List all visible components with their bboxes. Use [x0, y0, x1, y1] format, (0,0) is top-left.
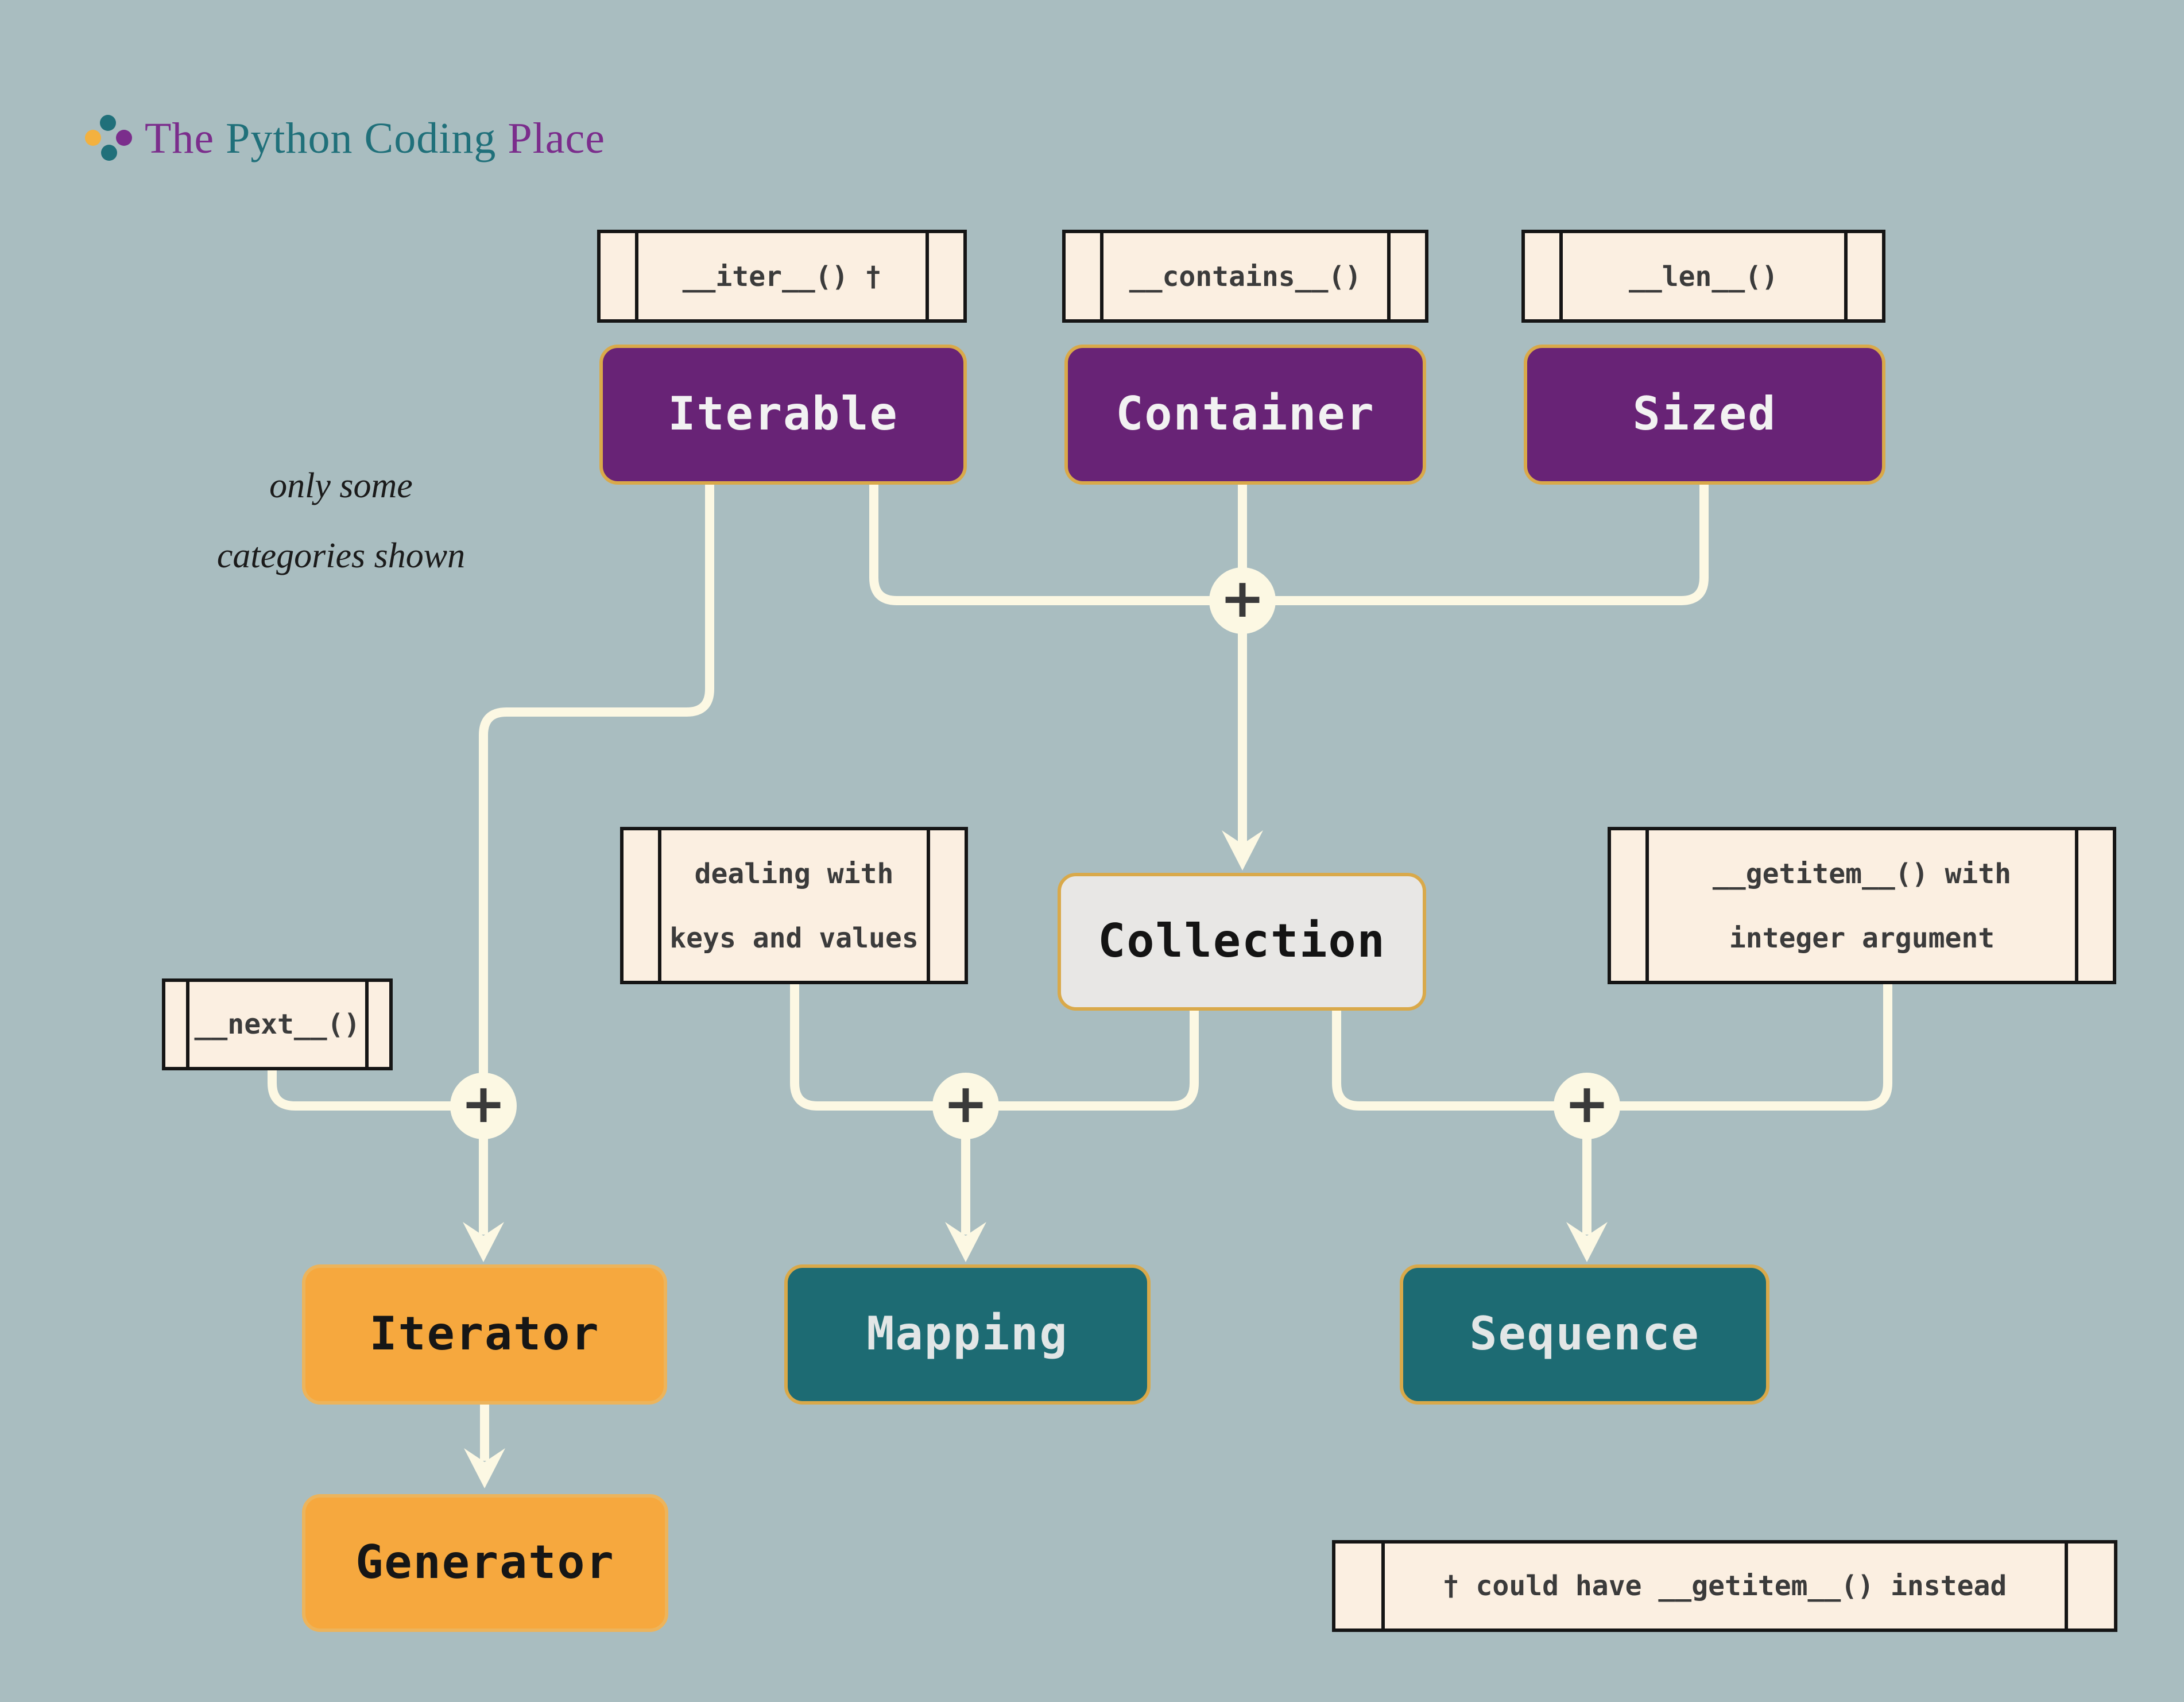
method-label-getitem-line1: __getitem__() with — [1712, 857, 2012, 889]
wire-collection-left-to-mapping-junction — [966, 1009, 1199, 1111]
inner-line — [926, 233, 929, 319]
node-collection: Collection — [1058, 873, 1426, 1011]
note-line1: only some — [269, 465, 413, 505]
inner-line — [658, 830, 661, 981]
method-label-dealing-line2: keys and values — [669, 922, 919, 954]
node-mapping-label: Mapping — [866, 1308, 1068, 1361]
logo-dot-left — [85, 130, 101, 146]
node-sequence: Sequence — [1400, 1264, 1769, 1405]
brand-title-python-coding: Python Coding — [226, 115, 508, 163]
method-label-len-text: __len__() — [1628, 260, 1779, 292]
inner-line — [2065, 1544, 2068, 1628]
footnote-text: † could have __getitem__() instead — [1442, 1570, 2007, 1602]
method-label-len: __len__() — [1521, 230, 1885, 323]
wire-iterable-left-to-iterator-junction — [479, 485, 714, 1106]
inner-line — [1387, 233, 1391, 319]
node-sized-label: Sized — [1632, 388, 1777, 441]
plus-junction-sequence: + — [1554, 1073, 1620, 1139]
wire-sized-to-junction — [1242, 485, 1709, 605]
method-label-getitem-line2: integer argument — [1729, 922, 1995, 954]
inner-line — [365, 982, 369, 1067]
method-label-contains: __contains__() — [1062, 230, 1428, 323]
logo-dot-right — [116, 130, 132, 146]
node-iterable: Iterable — [599, 345, 967, 485]
arrowhead-generator — [464, 1448, 505, 1488]
plus-icon: + — [460, 1073, 506, 1136]
inner-line — [1645, 830, 1649, 981]
plus-icon: + — [943, 1073, 989, 1136]
wire-iterable-right-to-junction — [869, 485, 1242, 605]
plus-junction-mapping: + — [932, 1073, 999, 1139]
arrowhead-sequence — [1566, 1222, 1608, 1262]
method-label-getitem: __getitem__() with integer argument — [1608, 827, 2116, 984]
logo-dot-top — [100, 115, 116, 131]
arrowhead-collection — [1222, 830, 1263, 871]
node-container-label: Container — [1116, 388, 1375, 441]
node-collection-label: Collection — [1098, 915, 1386, 968]
node-generator-label: Generator — [355, 1537, 615, 1589]
method-label-iter-text: __iter__() † — [682, 260, 882, 292]
arrowhead-iterator — [463, 1222, 504, 1262]
method-label-next-text: __next__() — [194, 1008, 361, 1040]
node-iterator: Iterator — [302, 1264, 667, 1405]
node-generator: Generator — [302, 1494, 668, 1632]
logo-dot-bottom — [101, 145, 117, 161]
inner-line — [1559, 233, 1563, 319]
method-label-contains-text: __contains__() — [1129, 260, 1362, 292]
wire-next-to-iterator-junction — [268, 1069, 483, 1111]
footnote-box: † could have __getitem__() instead — [1332, 1540, 2117, 1632]
wire-collection-right-to-sequence-junction — [1332, 1009, 1587, 1111]
plus-junction-iterator: + — [450, 1073, 517, 1139]
inner-line — [635, 233, 638, 319]
wire-dealing-to-mapping-junction — [790, 983, 966, 1111]
node-iterable-label: Iterable — [668, 388, 899, 441]
note-line2: categories shown — [216, 535, 466, 575]
method-label-next: __next__() — [162, 978, 393, 1070]
brand-title: The Python Coding Place — [145, 114, 605, 164]
inner-line — [1381, 1544, 1385, 1628]
method-label-dealing-line1: dealing with — [694, 857, 894, 889]
plus-icon: + — [1219, 567, 1265, 630]
plus-icon: + — [1564, 1073, 1610, 1136]
brand-title-the: The — [145, 115, 226, 163]
node-sized: Sized — [1524, 345, 1885, 485]
inner-line — [186, 982, 189, 1067]
inner-line — [1100, 233, 1103, 319]
node-sequence-label: Sequence — [1469, 1308, 1700, 1361]
method-label-iter: __iter__() † — [597, 230, 967, 323]
arrowhead-mapping — [945, 1222, 986, 1262]
brand-title-place: Place — [508, 115, 605, 163]
inner-line — [1844, 233, 1848, 319]
inner-line — [2075, 830, 2078, 981]
node-container: Container — [1064, 345, 1426, 485]
wire-getitem-to-sequence-junction — [1587, 983, 1892, 1111]
note-only-some-categories: only some categories shown — [134, 450, 548, 590]
node-iterator-label: Iterator — [369, 1308, 600, 1361]
inner-line — [927, 830, 930, 981]
method-label-dealing: dealing with keys and values — [620, 827, 968, 984]
node-mapping: Mapping — [784, 1264, 1151, 1405]
plus-junction-collection: + — [1209, 567, 1276, 634]
